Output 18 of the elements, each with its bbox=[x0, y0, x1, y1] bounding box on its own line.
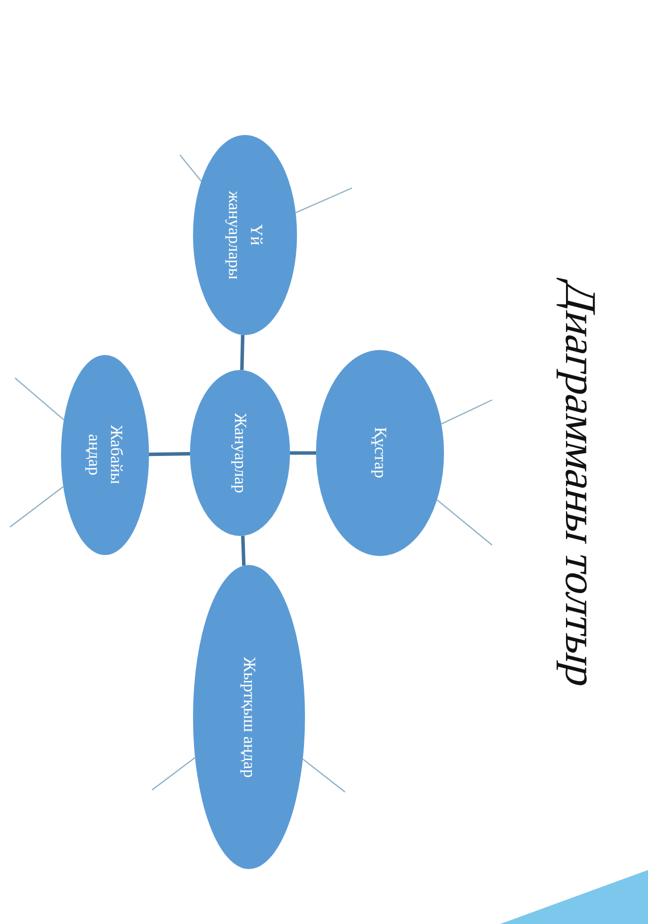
leader-line bbox=[441, 399, 492, 424]
connector-line bbox=[290, 451, 316, 455]
node-label: Үй жануарлары bbox=[224, 190, 267, 282]
leader-line bbox=[436, 499, 492, 546]
leader-line bbox=[14, 378, 64, 420]
leader-line bbox=[180, 154, 202, 182]
node-label: Жыртқыш аңдар bbox=[239, 656, 260, 778]
leader-line bbox=[302, 758, 346, 792]
leader-line bbox=[152, 757, 196, 790]
connector-line bbox=[148, 452, 190, 456]
leader-line bbox=[10, 486, 64, 528]
title: Диаграмманы толтыр bbox=[555, 276, 606, 696]
connector-line bbox=[241, 536, 246, 566]
node-label: Жабайы аңдар bbox=[84, 424, 127, 487]
node-label: Құстар bbox=[370, 427, 391, 479]
leader-line bbox=[295, 187, 352, 214]
connector-line bbox=[240, 334, 244, 370]
node-label: Жануарлар bbox=[230, 412, 251, 494]
